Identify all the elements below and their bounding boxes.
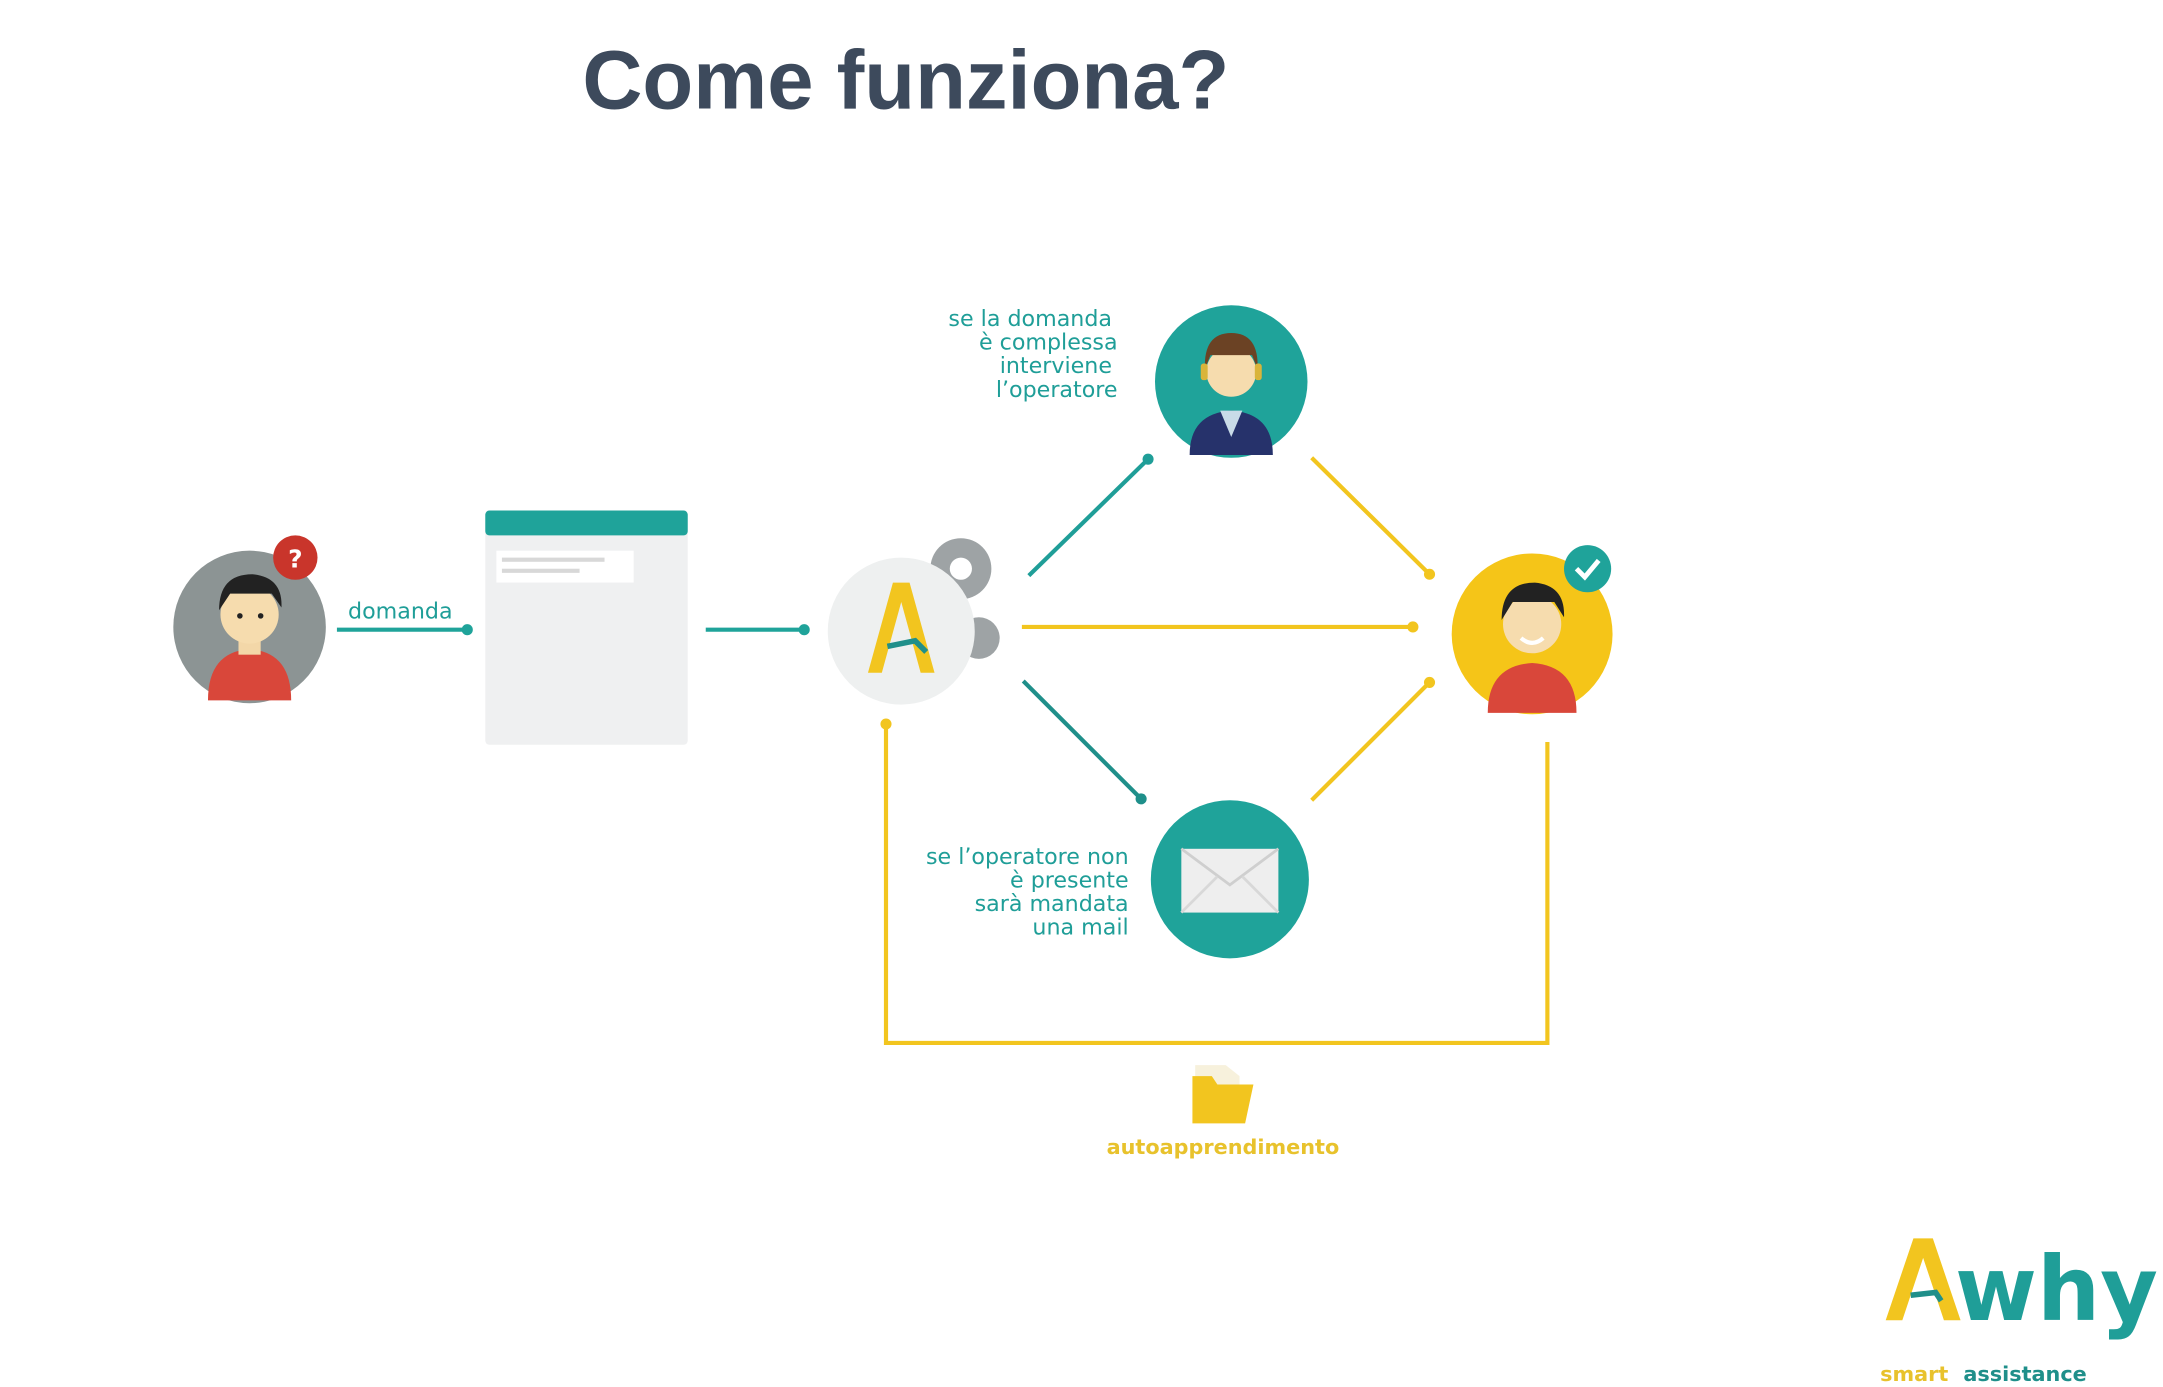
- folder-icon: [1192, 1065, 1254, 1124]
- mail-note: se l’operatore non è presente sarà manda…: [926, 844, 1129, 941]
- svg-text:se l’operatore non: se l’operatore non: [926, 844, 1129, 870]
- svg-text:è presente: è presente: [1010, 868, 1129, 894]
- page-title: Come funziona?: [582, 33, 1229, 126]
- awhy-engine-icon: [827, 557, 975, 705]
- line-engine-to-mail: [1021, 679, 1147, 805]
- check-badge-icon: [1564, 545, 1612, 593]
- chat-form-window: [485, 510, 688, 745]
- arrow-user-to-form: [336, 624, 473, 636]
- svg-text:sarà mandata: sarà mandata: [975, 891, 1129, 917]
- logo-tagline-assistance: assistance: [1963, 1362, 2086, 1386]
- mail-icon: [1150, 800, 1309, 959]
- satisfied-user-avatar: [1451, 553, 1613, 715]
- question-label: domanda: [348, 599, 453, 625]
- line-engine-to-user: [1021, 621, 1419, 633]
- svg-text:è complessa: è complessa: [979, 330, 1118, 356]
- awhy-logo: why smart assistance: [1880, 1238, 2158, 1386]
- arrow-form-to-engine: [705, 624, 810, 636]
- svg-text:interviene: interviene: [1000, 353, 1112, 379]
- operator-avatar: [1154, 305, 1308, 458]
- user-asking-avatar: [173, 550, 326, 704]
- learning-label: autoapprendimento: [1107, 1135, 1340, 1159]
- learning-loop-line: [880, 718, 1550, 1045]
- svg-text:l’operatore: l’operatore: [996, 377, 1118, 403]
- line-engine-to-operator: [1027, 453, 1154, 578]
- svg-text:una mail: una mail: [1032, 915, 1128, 941]
- svg-text:se la domanda: se la domanda: [948, 306, 1112, 332]
- logo-tagline-smart: smart: [1880, 1362, 1948, 1386]
- svg-text:why: why: [1955, 1238, 2158, 1341]
- line-operator-to-user: [1310, 456, 1436, 580]
- line-mail-to-user: [1310, 676, 1436, 802]
- question-badge: ?: [273, 535, 318, 580]
- operator-note: se la domanda è complessa interviene l’o…: [948, 306, 1117, 403]
- svg-text:?: ?: [288, 544, 302, 573]
